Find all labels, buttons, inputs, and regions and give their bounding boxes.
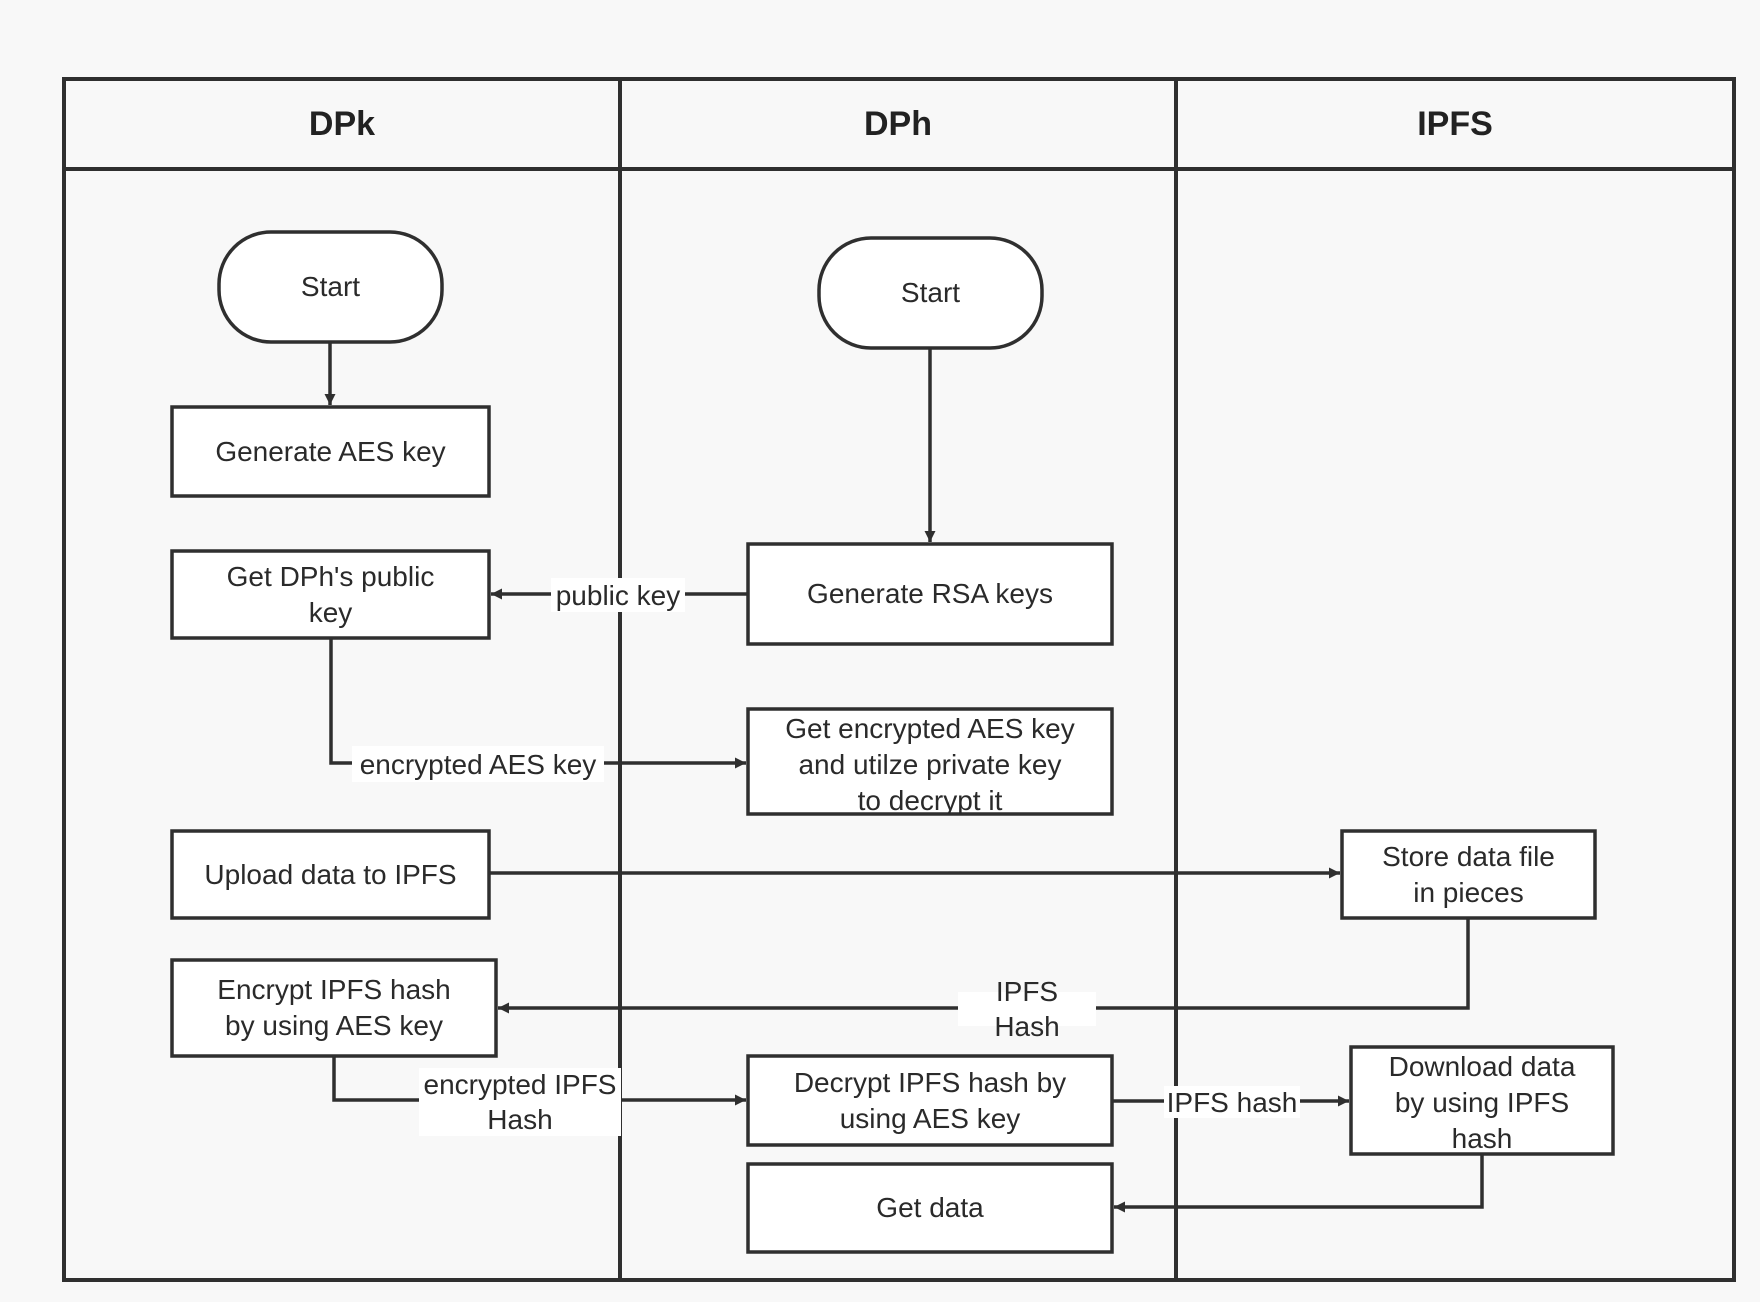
edge-download-to-get-data: [1114, 1154, 1484, 1213]
edge-label-encrypted-ipfs-hash: encrypted IPFS Hash: [419, 1068, 621, 1136]
store-data-file-box: [1340, 829, 1597, 920]
decrypt-ipfs-hash-label: Decrypt IPFS hash by using AES key: [793, 1066, 1067, 1134]
get-encrypted-aes-key-box: [746, 707, 1114, 816]
edge-label-ipfs-hash-lower: IPFS hash: [1164, 1086, 1300, 1118]
upload-data-to-ipfs-box: [170, 829, 491, 920]
generate-rsa-keys-label: Generate RSA keys: [807, 578, 1053, 609]
download-data-box: [1349, 1045, 1615, 1156]
get-data-label: Get data: [876, 1192, 984, 1223]
store-data-file-label: Store data file in pieces: [1382, 840, 1555, 908]
get-encrypted-aes-key-label: Get encrypted AES key and utilze private…: [785, 713, 1075, 814]
edge-encrypted-aes-key: [329, 638, 746, 769]
generate-rsa-keys-box: [746, 542, 1114, 646]
get-dph-public-key-label: Get DPh's public key: [226, 560, 435, 628]
download-data-label: Download data by using IPFS hash: [1388, 1051, 1576, 1154]
get-data-box: [746, 1162, 1114, 1254]
pool-frame: [62, 77, 1736, 1282]
lane-title-dph: DPh: [864, 104, 932, 143]
get-dph-public-key-box: [170, 549, 491, 640]
edge-label-public-key: public key: [551, 578, 685, 612]
edge-label-encrypted-aes-key: encrypted AES key: [352, 746, 604, 782]
dpk-start-label: Start: [300, 271, 361, 302]
dph-start-label: Start: [900, 277, 961, 308]
lane-title-ipfs: IPFS: [1417, 104, 1493, 143]
lane-title-dpk: DPk: [308, 104, 376, 143]
upload-data-to-ipfs-label: Upload data to IPFS: [204, 858, 457, 890]
generate-aes-key-label: Generate AES key: [215, 435, 446, 467]
encrypt-ipfs-hash-label: Encrypt IPFS hash by using AES key: [217, 974, 451, 1041]
generate-aes-key-box: [170, 405, 491, 498]
edge-ipfs-hash-return: [498, 918, 1470, 1014]
edge-label-ipfs-hash-upper: IPFS Hash: [958, 976, 1096, 1042]
decrypt-ipfs-hash-box: [746, 1054, 1114, 1147]
